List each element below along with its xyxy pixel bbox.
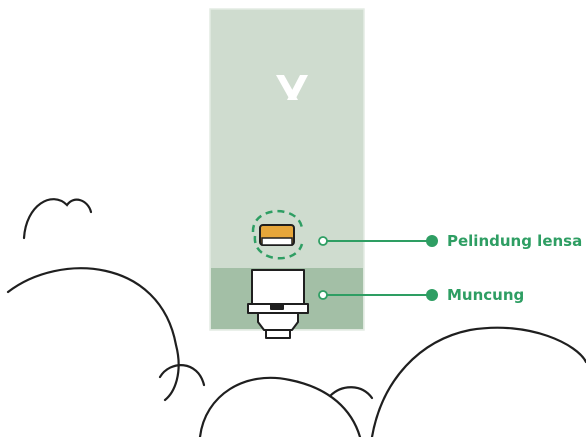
callout-nozzle [318, 289, 438, 301]
nozzle-label: Muncung [447, 286, 525, 304]
callout-lens-protector [318, 235, 438, 247]
right-cloud-bump [328, 386, 374, 400]
left-cloud-bump [158, 364, 206, 387]
right-cloud-outline [370, 326, 586, 437]
callout-end-dot [426, 235, 438, 247]
clouds [6, 198, 586, 437]
middle-cloud-outline [198, 376, 362, 437]
callout-start-dot [318, 290, 328, 300]
small-cloud-outline [22, 198, 93, 240]
lens-protector-icon [251, 210, 304, 260]
left-cloud-outline [6, 267, 180, 402]
nozzle-icon [247, 269, 309, 339]
x-logo-icon [276, 75, 308, 100]
lens-protector-label: Pelindung lensa [447, 232, 583, 250]
callout-start-dot [318, 236, 328, 246]
callout-end-dot [426, 289, 438, 301]
